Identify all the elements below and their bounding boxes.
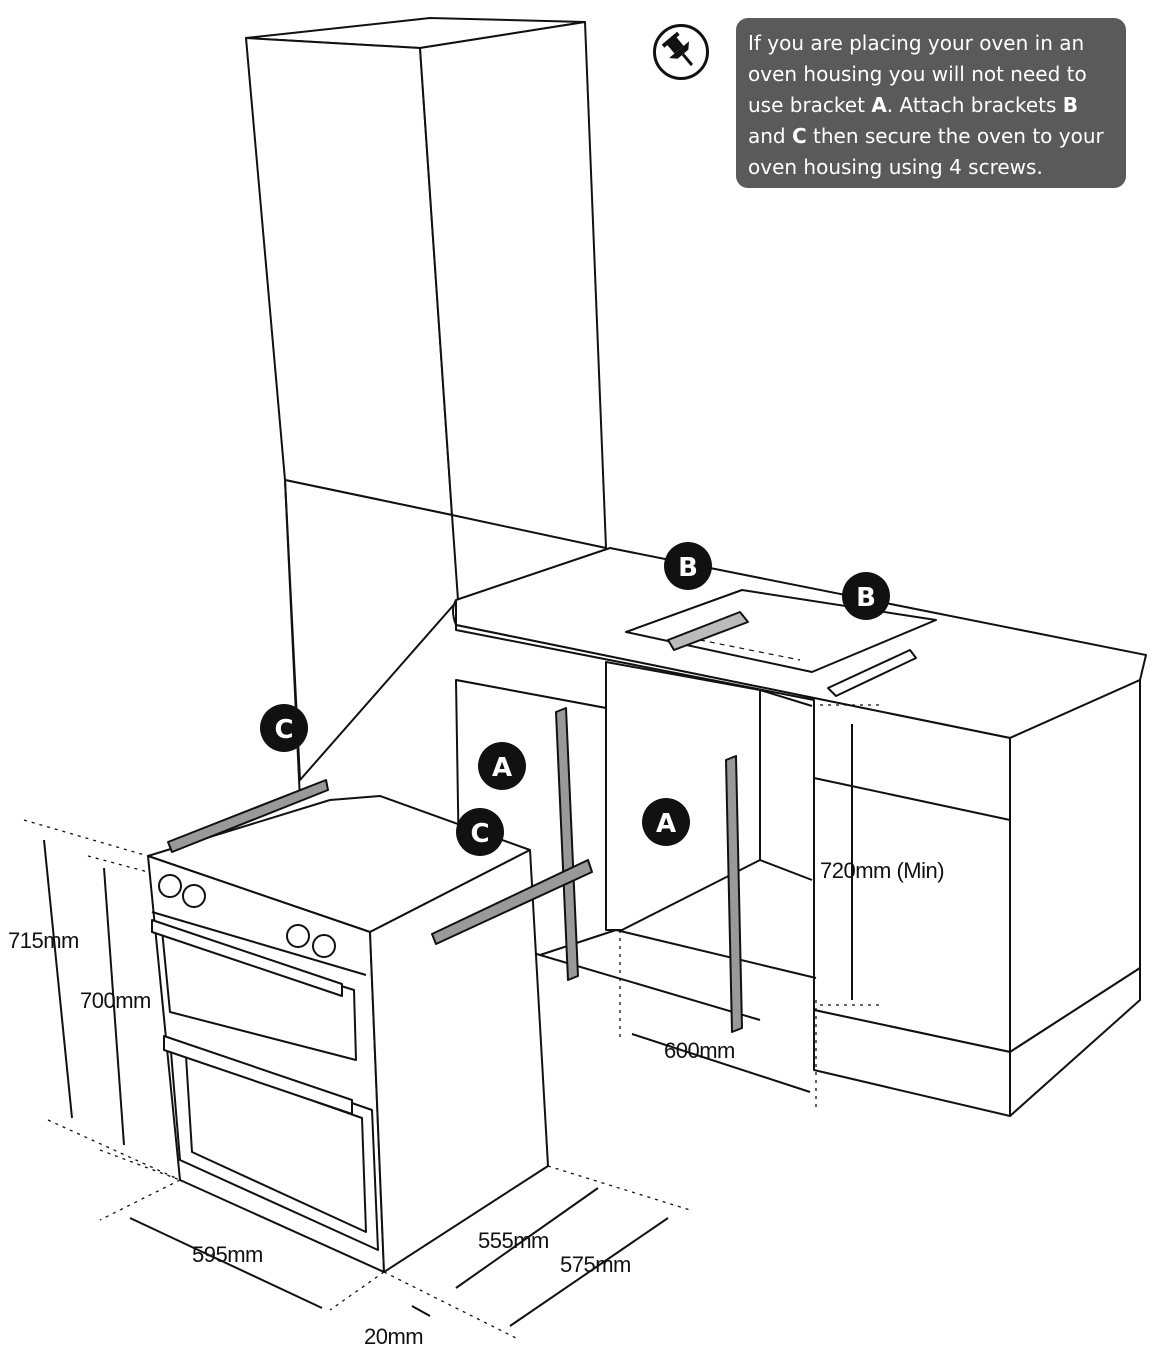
dim-20: 20mm bbox=[364, 1324, 423, 1349]
dim-715: 715mm bbox=[8, 928, 79, 953]
tall-cabinet bbox=[245, 17, 607, 801]
badge-a-left: A bbox=[492, 753, 512, 783]
badge-b-left: B bbox=[678, 553, 698, 583]
note-text-part: then secure the oven to your oven housin… bbox=[748, 124, 1104, 179]
bracket-c bbox=[167, 779, 593, 945]
note-bold-part: C bbox=[791, 124, 807, 148]
dim-575: 575mm bbox=[560, 1252, 631, 1277]
bracket-b bbox=[667, 611, 917, 697]
badge-a-right: A bbox=[656, 809, 676, 839]
info-note: If you are placing your oven in an oven … bbox=[736, 18, 1126, 188]
badge-b-right: B bbox=[856, 583, 876, 613]
badge-c-right: C bbox=[470, 819, 489, 849]
base-cabinet bbox=[452, 547, 1147, 1117]
dim-600: 600mm bbox=[664, 1038, 735, 1063]
pushpin-icon bbox=[653, 24, 709, 80]
note-text-part: . Attach brackets bbox=[886, 93, 1063, 117]
badges: B B A A C C bbox=[260, 542, 890, 856]
dim-555: 555mm bbox=[478, 1228, 549, 1253]
note-bold-part: B bbox=[1062, 93, 1079, 117]
badge-c-left: C bbox=[274, 715, 293, 745]
note-bold-part: A bbox=[871, 93, 887, 117]
note-text-part: If you are placing your oven in an oven … bbox=[748, 31, 1087, 117]
dim-720-min: 720mm (Min) bbox=[820, 858, 944, 883]
dimension-labels: 715mm 700mm 595mm 20mm 555mm 575mm 600mm… bbox=[8, 858, 945, 1349]
dim-595: 595mm bbox=[192, 1242, 263, 1267]
oven bbox=[147, 795, 549, 1273]
note-text-part: and bbox=[748, 124, 792, 148]
dim-700: 700mm bbox=[80, 988, 151, 1013]
bracket-a bbox=[555, 707, 743, 1033]
